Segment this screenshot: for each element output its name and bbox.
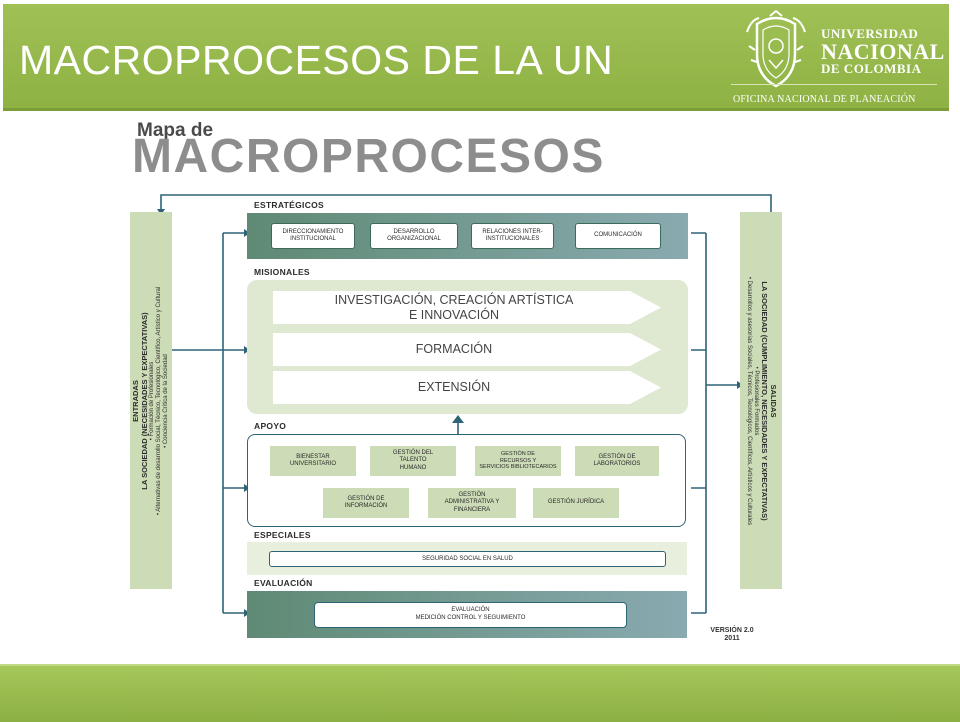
section-label-evaluacion: EVALUACIÓN [254,578,313,588]
salidas-bullet: • Desarrollos y asesorías Sociales, Técn… [746,276,753,525]
salidas-subtitle: LA SOCIEDAD (CUMPLIMIENTO, NECESIDADES Y… [759,280,769,521]
slide-title: MACROPROCESOS DE LA UN [19,37,614,83]
version-label: VERSIÓN 2.0 2011 [710,627,754,643]
process-gestion-juridica: GESTIÓN JURÍDICA [533,488,619,518]
map-title-big: MACROPROCESOS [132,130,605,183]
map-title-small: Mapa de [137,120,214,141]
slide-header: MACROPROCESOS DE LA UN UNIVERSIDAD NACIO… [0,0,960,112]
entradas-bullet: • Alternativas de desarrollo Social, Téc… [156,286,163,515]
entradas-panel: ENTRADAS LA SOCIEDAD (NECESIDADES Y EXPE… [130,212,172,589]
process-seguridad-social: SEGURIDAD SOCIAL EN SALUD [269,551,666,567]
section-label-especiales: ESPECIALES [254,530,311,540]
process-comunicacion: COMUNICACIÓN [575,223,661,249]
logo-divider [731,84,937,85]
section-label-apoyo: APOYO [254,421,287,431]
logo-text-colombia: DE COLOMBIA [821,61,922,76]
salidas-panel: SALIDAS LA SOCIEDAD (CUMPLIMIENTO, NECES… [740,212,782,589]
logo-text-universidad: UNIVERSIDAD [821,26,919,41]
process-formacion: FORMACIÓN [273,333,661,366]
coat-of-arms-icon [746,10,806,88]
process-evaluacion: EVALUACIÓN MEDICIÓN CONTROL Y SEGUIMIENT… [314,602,627,628]
salidas-bullet: • Profesionales Formados [753,366,760,435]
macroprocess-map: Mapa de MACROPROCESOS ENTRADAS LA SOCIED… [120,115,810,660]
section-label-estrategicos: ESTRATÉGICOS [254,200,325,210]
salidas-title: SALIDAS [768,384,778,417]
entradas-bullet: • Conciencia Crítica de la Sociedad [163,353,170,448]
entradas-subtitle: LA SOCIEDAD (NECESIDADES Y EXPECTATIVAS) [139,311,149,490]
arrow-up-icon [452,415,464,423]
process-relaciones: RELACIONES INTER-INSTITUCIONALES [471,223,554,249]
section-label-misionales: MISIONALES [254,267,310,277]
footer-bar [0,664,960,722]
logo-text-nacional: NACIONAL [821,39,945,64]
process-extension: EXTENSIÓN [273,371,661,404]
logo-text-office: OFICINA NACIONAL DE PLANEACIÓN [733,94,916,105]
university-logo: UNIVERSIDAD NACIONAL DE COLOMBIA OFICINA… [731,10,945,105]
entradas-bullet: • Formación de Profesionales [149,361,156,440]
